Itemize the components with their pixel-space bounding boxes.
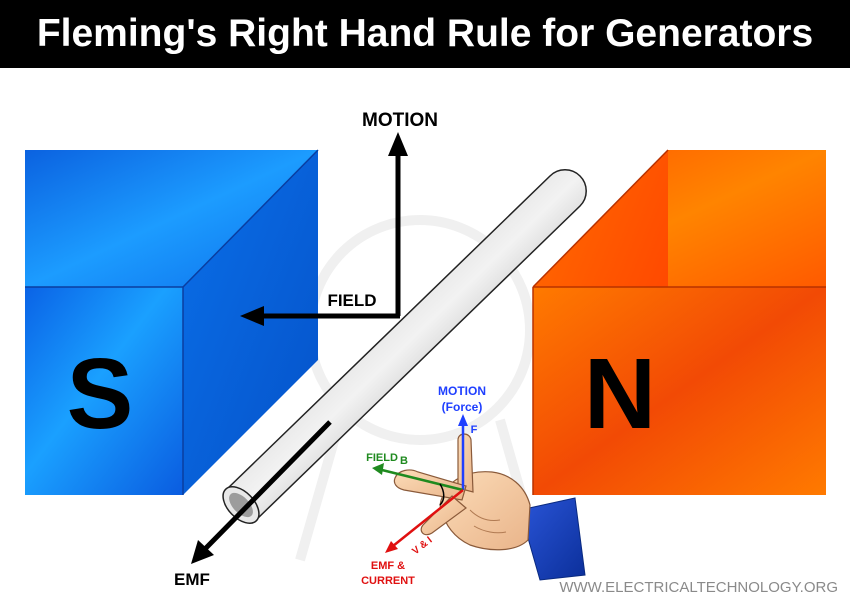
motion-label: MOTION — [362, 110, 438, 131]
hand-emf-vector — [385, 489, 464, 553]
hand-vi-label: V & I — [410, 535, 434, 557]
field-arrow — [240, 306, 400, 326]
emf-arrow — [191, 420, 332, 564]
conductor-rod — [222, 169, 587, 524]
sleeve — [519, 497, 586, 581]
south-magnet: S — [25, 149, 319, 495]
motion-arrow — [388, 132, 408, 316]
hand-field-vector — [372, 463, 464, 492]
south-magnet-side — [183, 150, 318, 495]
hand-motion-label: MOTION — [438, 384, 486, 398]
hand-f-label: F — [471, 424, 478, 436]
hand-current-label: CURRENT — [361, 575, 415, 587]
north-pole-label: N — [584, 338, 656, 450]
right-angle-arc — [439, 483, 445, 506]
site-watermark: WWW.ELECTRICALTECHNOLOGY.ORG — [559, 579, 838, 596]
middle-finger — [420, 495, 467, 536]
hand-field-label: FIELD — [366, 452, 398, 464]
title-bar — [0, 0, 850, 68]
hand-b-label: B — [400, 455, 408, 467]
south-magnet-top — [25, 150, 318, 287]
thumb — [457, 433, 474, 493]
hand-emf-label: EMF & — [371, 560, 405, 572]
south-pole-label: S — [67, 338, 134, 450]
page-title: Fleming's Right Hand Rule for Generators — [36, 12, 814, 55]
hand-motion-vector — [458, 414, 468, 490]
south-magnet-front — [25, 287, 183, 495]
north-magnet: N — [532, 149, 826, 495]
field-label: FIELD — [327, 291, 376, 310]
hand-force-label: (Force) — [442, 400, 483, 414]
emf-label: EMF — [174, 570, 210, 589]
north-magnet-front — [533, 287, 826, 495]
